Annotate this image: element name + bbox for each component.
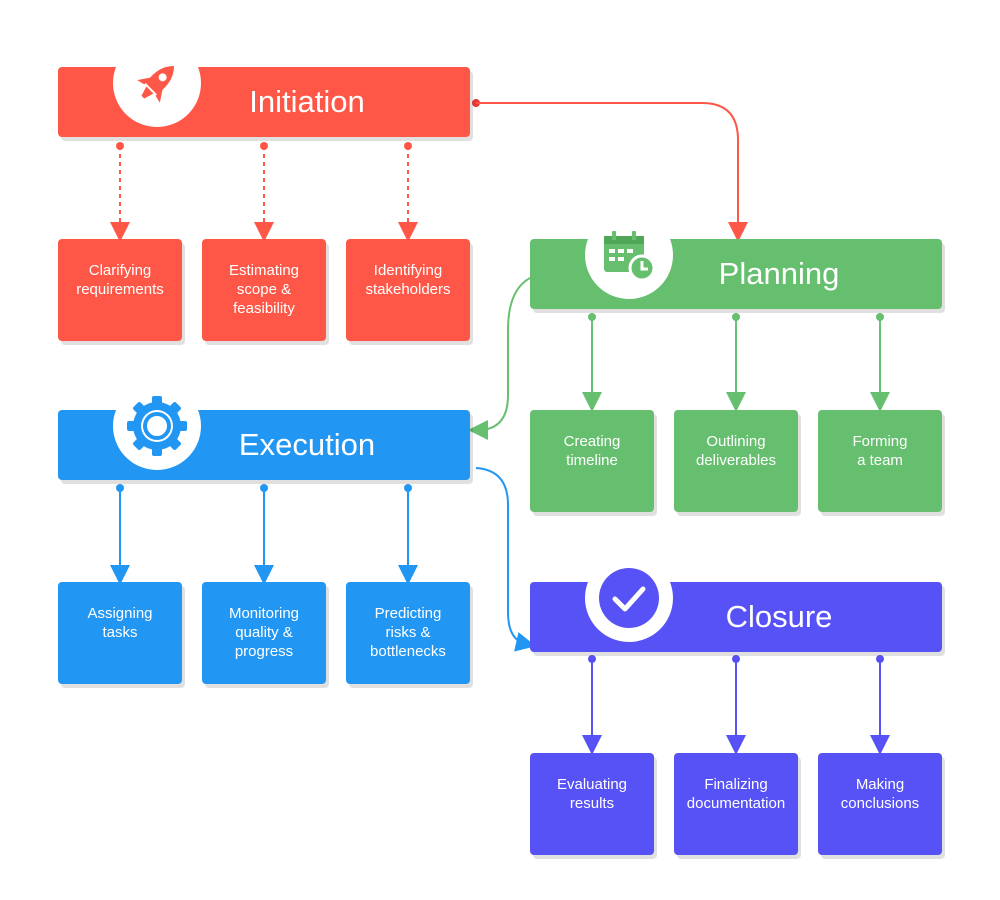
task-estimating-scope: Estimating scope & feasibility xyxy=(202,239,326,341)
closure-task-connectors xyxy=(582,655,890,755)
task-assigning-tasks: Assigning tasks xyxy=(58,582,182,684)
phase-title-execution: Execution xyxy=(238,427,376,462)
phase-closure: Closure xyxy=(530,554,942,652)
calendar-clock-icon xyxy=(604,231,656,282)
phase-title-planning: Planning xyxy=(718,256,840,291)
execution-task-connectors xyxy=(110,484,418,585)
phase-planning: Planning xyxy=(530,211,942,309)
checkmark-icon xyxy=(599,568,659,628)
task-clarifying-requirements: Clarifying requirements xyxy=(58,239,182,341)
initiation-task-connectors xyxy=(110,142,418,242)
phase-execution: Execution xyxy=(58,382,470,480)
closure-badge xyxy=(585,554,673,642)
execution-badge xyxy=(113,382,201,470)
task-predicting-risks: Predicting risks & bottlenecks xyxy=(346,582,470,684)
planning-badge xyxy=(585,211,673,299)
rocket-icon xyxy=(137,66,174,103)
task-monitoring-quality: Monitoring quality & progress xyxy=(202,582,326,684)
phase-title-closure: Closure xyxy=(725,599,833,634)
task-making-conclusions: Making conclusions xyxy=(818,753,942,855)
initiation-to-planning-connector xyxy=(472,99,748,242)
task-creating-timeline: Creating timeline xyxy=(530,410,654,512)
phase-title-initiation: Initiation xyxy=(249,84,365,119)
phase-initiation: Initiation xyxy=(58,39,470,137)
gear-icon xyxy=(127,396,187,456)
task-finalizing-documentation: Finalizing documentation xyxy=(674,753,798,855)
execution-to-closure-connector xyxy=(475,467,536,652)
task-forming-team: Forming a team xyxy=(818,410,942,512)
initiation-badge xyxy=(113,39,201,127)
task-outlining-deliverables: Outlining deliverables xyxy=(674,410,798,512)
task-evaluating-results: Evaluating results xyxy=(530,753,654,855)
task-identifying-stakeholders: Identifying stakeholders xyxy=(346,239,470,341)
planning-task-connectors xyxy=(582,313,890,412)
planning-to-execution-connector xyxy=(468,277,531,440)
